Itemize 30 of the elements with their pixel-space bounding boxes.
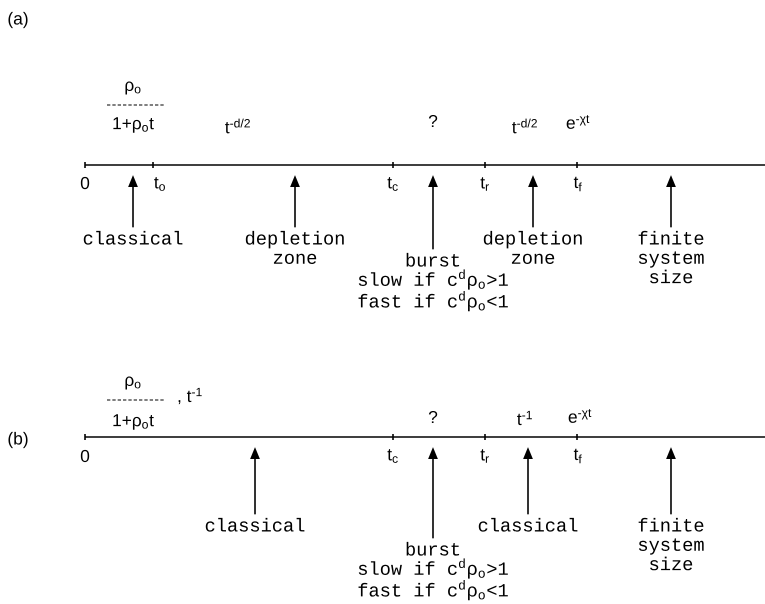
formula-label: ? bbox=[428, 114, 438, 128]
tick-label: t$_{o}$ bbox=[154, 177, 165, 191]
tick-label: t$_{c}$ bbox=[388, 449, 398, 463]
tick-label: 0 bbox=[80, 450, 90, 462]
formula-label: ρ$_{o}$ bbox=[125, 82, 140, 94]
formula-label: t$^{-d/2}$ bbox=[225, 118, 250, 134]
tick-label: t$_{f}$ bbox=[574, 176, 582, 192]
formula-label: ρ$_{o}$ bbox=[125, 376, 140, 390]
panel-label: (a) bbox=[8, 12, 28, 28]
text-label: classical bbox=[206, 518, 304, 532]
formula-label: , t$^{-1}$ bbox=[178, 388, 202, 404]
text-label: classical bbox=[478, 518, 578, 532]
formula-label: e$^{-χt}$ bbox=[566, 115, 590, 129]
text-label: classical bbox=[84, 230, 182, 245]
tick-label: t$_{c}$ bbox=[388, 177, 398, 191]
tick-label: t$_{f}$ bbox=[574, 448, 582, 464]
text-label: burst slow if c$^{d}$ρ$_{o}$>1 fast if c$^{d}$ρ$_{o}$<1 bbox=[358, 542, 508, 600]
panel-label: (b) bbox=[8, 432, 28, 448]
formula-label: t$^{-d/2}$ bbox=[512, 118, 537, 134]
text-label: depletion zone bbox=[246, 230, 344, 264]
text-label: finite system size bbox=[638, 518, 704, 570]
text-label: finite system size bbox=[638, 230, 704, 284]
tick-label: 0 bbox=[80, 176, 90, 190]
formula-label: e$^{-χt}$ bbox=[568, 409, 592, 423]
tick-label: t$_{r}$ bbox=[480, 449, 489, 463]
tick-label: t$_{r}$ bbox=[480, 177, 489, 191]
formula-label: 1+ρ$_{o}$t bbox=[113, 117, 154, 133]
formula-label: ? bbox=[428, 410, 438, 424]
formula-label: t$^{-1}$ bbox=[517, 410, 532, 426]
formula-label: 1+ρ$_{o}$t bbox=[113, 414, 154, 430]
